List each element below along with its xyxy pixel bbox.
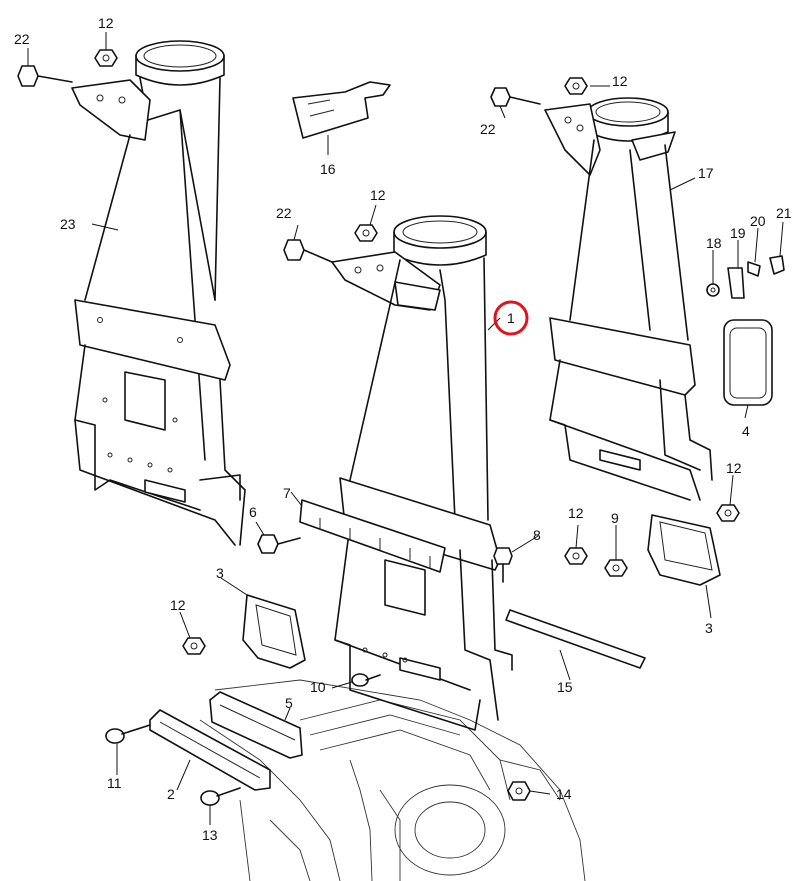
- part-3-gasket-left: [242, 594, 306, 669]
- label-18: 18: [706, 235, 722, 251]
- highlight-circle-part-1: [493, 300, 529, 336]
- label-6: 6: [249, 504, 257, 520]
- leader-lines: [27, 32, 784, 825]
- label-3-left: 3: [216, 565, 224, 581]
- label-22-center: 22: [276, 205, 292, 221]
- part-4-gasket: [723, 319, 773, 406]
- part-7-strip: [299, 499, 446, 573]
- label-7: 7: [283, 485, 291, 501]
- label-12-center: 12: [370, 187, 386, 203]
- label-1: 1: [507, 310, 515, 326]
- label-19: 19: [730, 225, 746, 241]
- label-20: 20: [750, 213, 766, 229]
- label-14: 14: [556, 786, 572, 802]
- part-3-gasket-right: [647, 514, 721, 586]
- label-12-right: 12: [612, 73, 628, 89]
- label-23: 23: [60, 216, 76, 232]
- label-4: 4: [742, 423, 750, 439]
- part-16-bracket: [292, 81, 391, 139]
- label-16: 16: [320, 161, 336, 177]
- part-15-bar: [505, 609, 646, 669]
- label-12-left: 12: [98, 15, 114, 31]
- label-11: 11: [107, 775, 122, 791]
- label-12-mid-right: 12: [568, 505, 584, 521]
- label-9: 9: [611, 510, 619, 526]
- part-labels: 22 12 23 16 22 12 22 12 17 18 19 20 21 1…: [14, 15, 792, 843]
- label-12-far-right: 12: [726, 460, 742, 476]
- label-8: 8: [533, 527, 541, 543]
- label-3-right: 3: [705, 620, 713, 636]
- label-12-lower-left: 12: [170, 597, 186, 613]
- engine-base-outline: [199, 679, 586, 881]
- label-10: 10: [310, 679, 326, 695]
- label-22-left: 22: [14, 31, 30, 47]
- part-5-plate: [209, 691, 303, 759]
- label-22-right: 22: [480, 121, 496, 137]
- label-21: 21: [776, 205, 792, 221]
- label-13: 13: [202, 827, 218, 843]
- center-air-intake-tower: [331, 215, 513, 731]
- right-air-intake-tower: [544, 97, 713, 501]
- part-2-plate: [149, 709, 271, 791]
- label-17: 17: [698, 165, 714, 181]
- clips-18-21: [706, 255, 785, 299]
- left-air-intake-tower: [71, 40, 246, 546]
- label-2: 2: [167, 786, 175, 802]
- label-15: 15: [557, 679, 573, 695]
- fasteners: [17, 49, 740, 806]
- label-5: 5: [285, 695, 293, 711]
